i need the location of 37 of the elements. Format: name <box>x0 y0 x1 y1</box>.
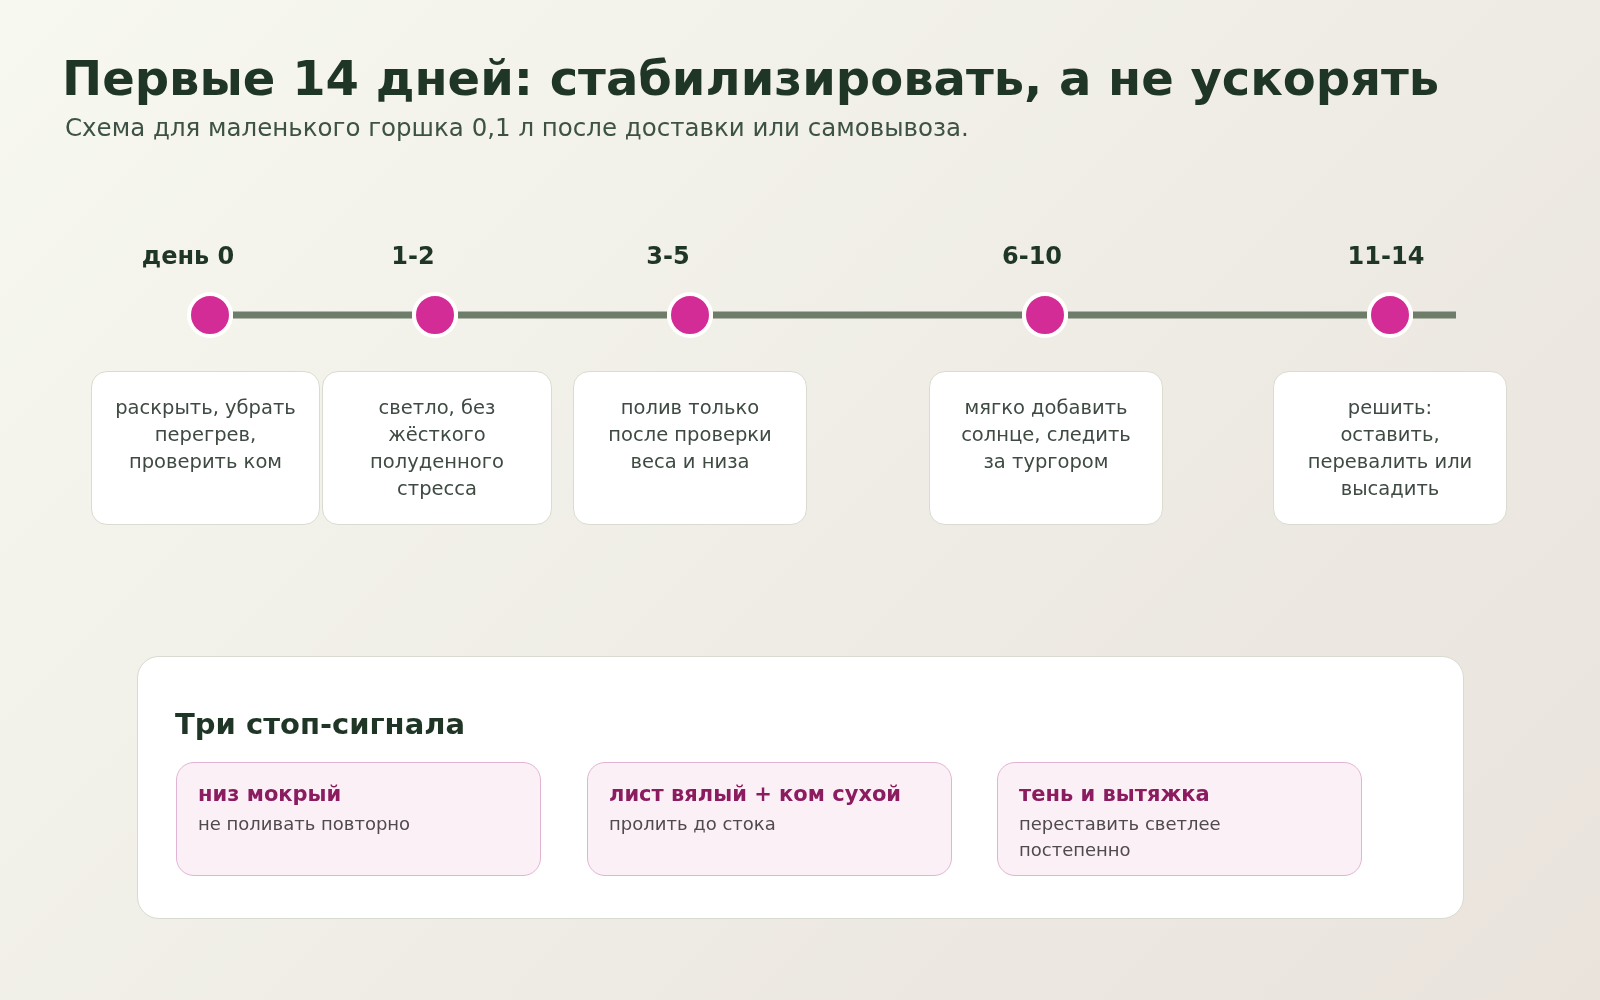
milestone-dot-icon <box>1022 292 1068 338</box>
signal-title: тень и вытяжка <box>1019 781 1210 808</box>
timeline-line <box>713 311 1022 319</box>
step-text: решить: оставить, перевалить или высадить <box>1306 395 1474 502</box>
signal-card <box>997 762 1362 876</box>
signal-card <box>587 762 952 876</box>
step-text: полив только после проверки веса и низа <box>607 395 773 475</box>
signal-title: низ мокрый <box>198 781 342 808</box>
signal-note: переставить светлее постепенно <box>1019 812 1222 862</box>
signal-title: лист вялый + ком сухой <box>609 781 902 808</box>
step-card <box>1273 371 1507 525</box>
signal-note: не поливать повторно <box>198 812 411 836</box>
step-card <box>929 371 1163 525</box>
step-card <box>91 371 320 525</box>
timeline-line <box>1068 311 1367 319</box>
timeline-line <box>458 311 667 319</box>
milestone-dot-icon <box>412 292 458 338</box>
step-text: мягко добавить солнце, следить за тургором <box>960 395 1132 475</box>
day-label: 1-2 <box>391 241 435 271</box>
timeline-line <box>233 311 412 319</box>
milestone-dot-icon <box>187 292 233 338</box>
day-label: 6-10 <box>1001 241 1063 271</box>
day-label: день 0 <box>141 241 235 271</box>
subtitle: Схема для маленького горшка 0,1 л после доставки или самовывоза. <box>65 113 969 143</box>
signal-card <box>176 762 541 876</box>
step-card <box>322 371 552 525</box>
signal-note: пролить до стока <box>609 812 776 836</box>
step-card <box>573 371 807 525</box>
day-label: 11-14 <box>1347 241 1425 271</box>
day-label: 3-5 <box>646 241 690 271</box>
step-text: раскрыть, убрать перегрев, проверить ком <box>114 395 297 475</box>
milestone-dot-icon <box>1367 292 1413 338</box>
panel-heading: Три стоп-сигнала <box>175 706 466 742</box>
milestone-dot-icon <box>667 292 713 338</box>
stop-signal-panel <box>137 656 1464 919</box>
step-text: светло, без жёсткого полуденного стресса <box>369 395 505 502</box>
title: Первые 14 дней: стабилизировать, а не ускорять <box>62 50 1440 106</box>
